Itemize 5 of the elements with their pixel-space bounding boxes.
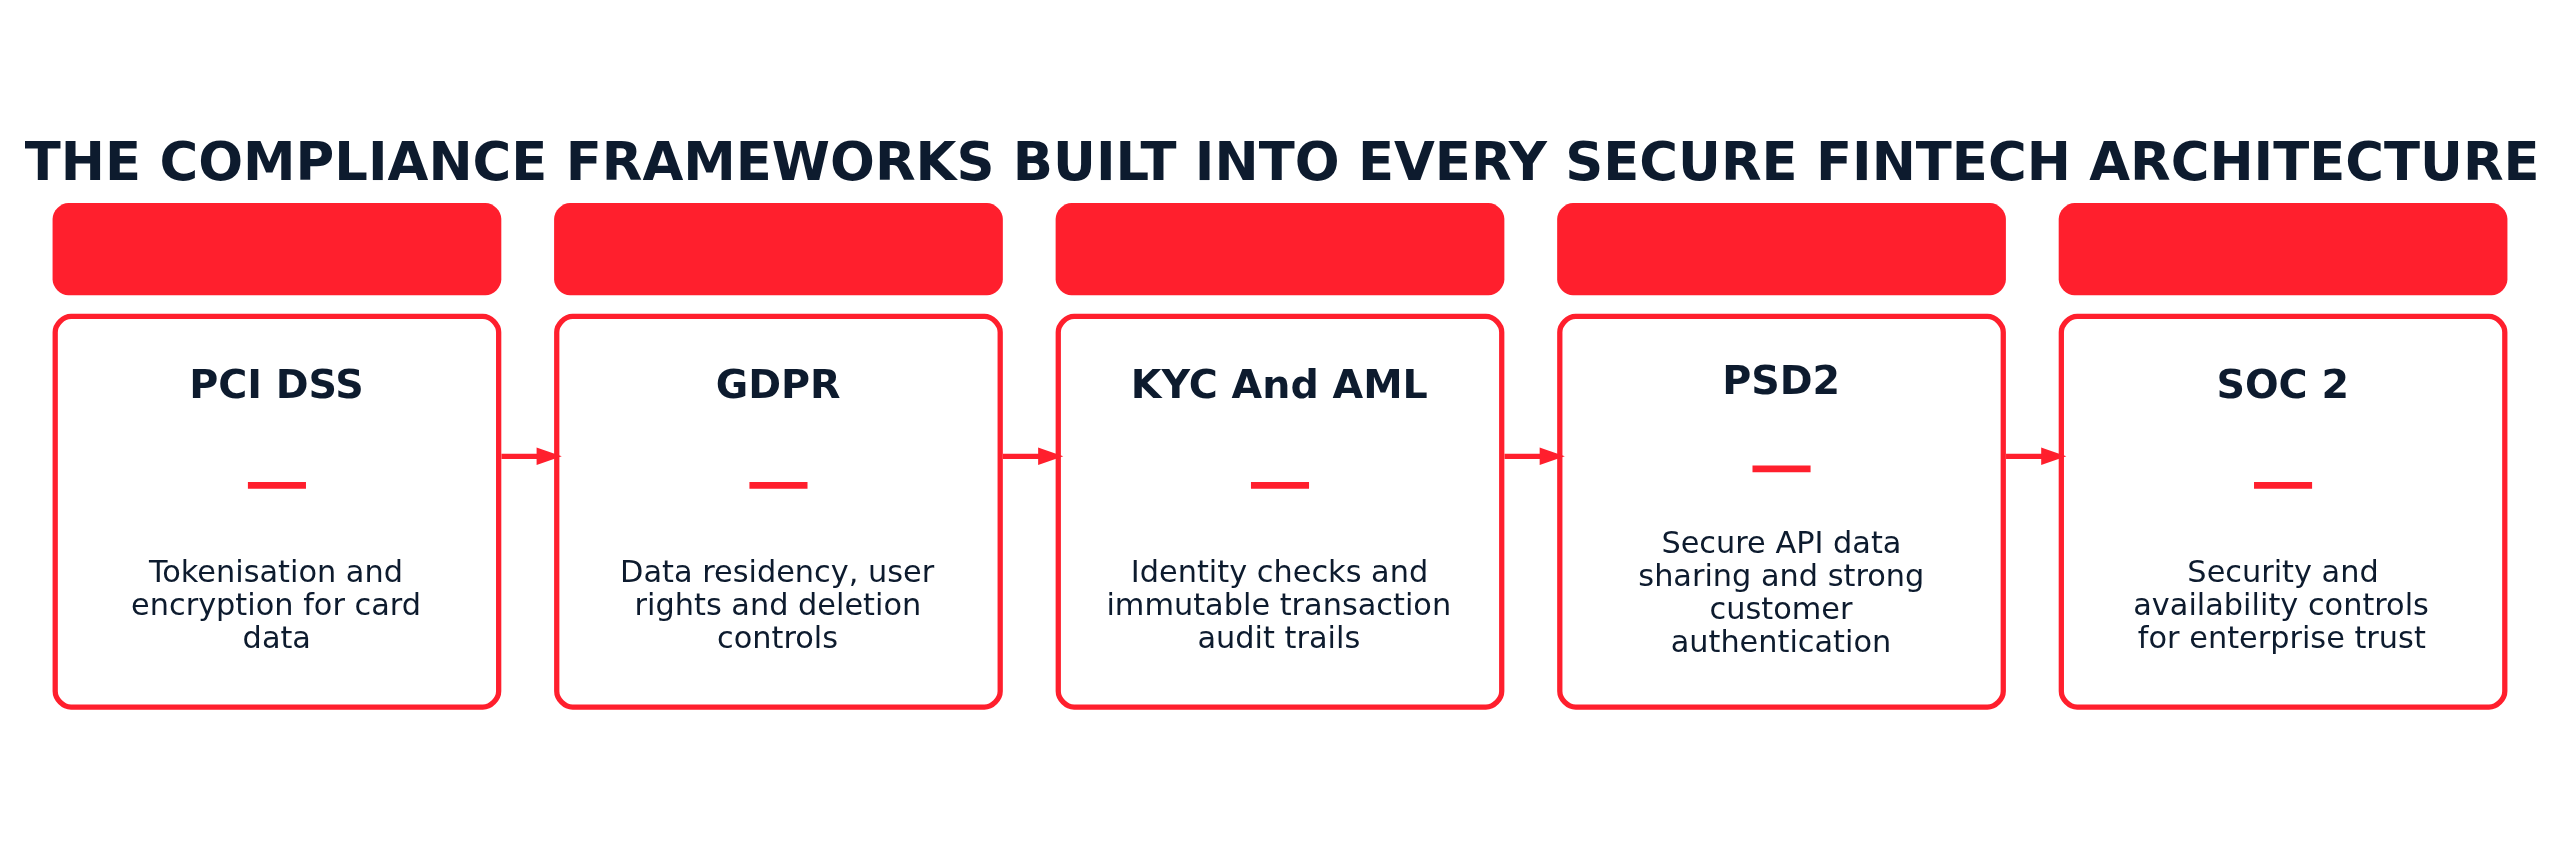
diagram-title: THE COMPLIANCE FRAMEWORKS BUILT INTO EVERY SECURE FINTECH ARCHITECTURE: [24, 131, 2540, 193]
arrow: [2006, 447, 2067, 466]
arrow: [1504, 447, 1565, 466]
arrow: [1002, 447, 1064, 466]
arrow: [501, 447, 562, 466]
